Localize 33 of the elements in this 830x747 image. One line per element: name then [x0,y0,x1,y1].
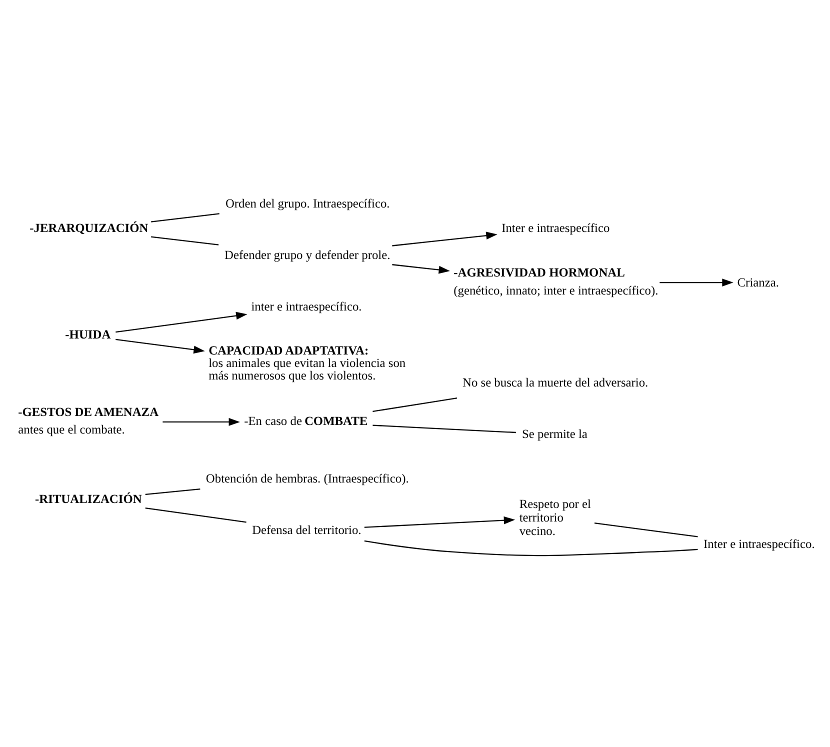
node-text: Defensa del territorio. [252,522,362,536]
arrow [392,264,450,274]
node-text: -En caso de COMBATE [244,413,368,428]
node-text: -HUIDA [65,327,111,342]
node-text: CAPACIDAD ADAPTATIVA: los animales que evitan la violencia son más numerosos que los violentos. [208,343,406,382]
arrow [660,278,734,286]
node-text: Obtención de hembras. (Intraespecífico). [206,470,409,485]
node-text: Crianza. [737,274,779,289]
connector [145,488,200,495]
connector [151,212,220,222]
node-text: No se busca la muerte del adversario. [462,375,648,390]
arrow [116,338,205,354]
connector [364,540,698,556]
node-text: inter e intraespecífico. [251,298,362,313]
arrow [392,231,498,246]
arrow [364,516,516,528]
arrow [116,311,248,332]
connector [372,397,458,412]
node-text: Orden del grupo. Intraespecífico. [225,196,390,210]
connector [151,236,219,245]
node-text: Defender grupo y defender prole. [224,247,390,262]
node-text: Respeto por el territorio vecino. [519,496,591,538]
connector [145,506,246,522]
arrow [162,418,240,426]
connector [372,424,516,433]
node-text: Se permite la [522,426,588,441]
node-text: -AGRESIVIDAD HORMONAL (genético, innato; inter e intraespecífico). [454,265,658,297]
node-text: Inter e intraespecífico [502,220,610,235]
connector [594,522,698,537]
node-text: -GESTOS DE AMENAZA antes que el combate. [18,404,159,436]
node-text: Inter e intraespecífico. [704,536,815,551]
node-text: -RITUALIZACIÓN [35,491,142,506]
node-text: -JERARQUIZACIÓN [30,220,148,235]
